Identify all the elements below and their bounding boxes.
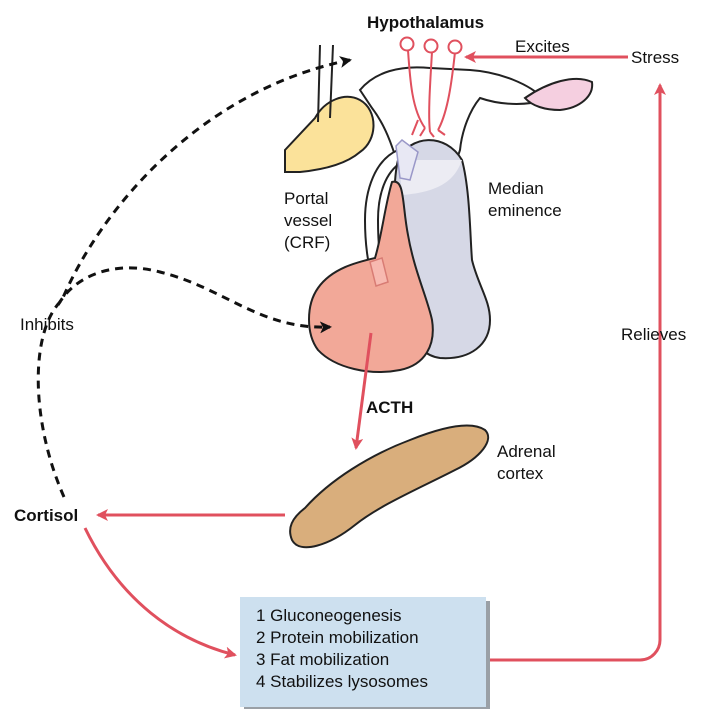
cortisol-effects-list: 1 Gluconeogenesis 2 Protein mobilization… [256,605,428,693]
median-eminence-label-line2: eminence [488,200,562,221]
inhibit-hypothalamus-arrow [38,60,350,497]
portal-vessel-label-line3: (CRF) [284,232,330,253]
effect-item: 1 Gluconeogenesis [256,605,428,627]
optic-chiasm [285,97,374,172]
hypothalamus-label: Hypothalamus [367,12,484,33]
neuron-body-1 [401,38,414,51]
adrenal-cortex-label-line2: cortex [497,463,543,484]
relieves-label: Relieves [621,324,686,345]
cortisol-effects-arrow [85,528,235,655]
cortisol-label: Cortisol [14,505,78,526]
inhibit-pituitary-arrow [58,268,330,327]
relieves-arrow [490,85,660,660]
inhibits-label: Inhibits [20,314,74,335]
effect-item: 3 Fat mobilization [256,649,428,671]
portal-vessel-label-line2: vessel [284,210,332,231]
inhibits-arrows [38,60,350,497]
adrenal-cortex [290,425,488,547]
neuron-body-2 [425,40,438,53]
portal-vessel-label-line1: Portal [284,188,328,209]
acth-label: ACTH [366,397,413,418]
median-eminence-label-line1: Median [488,178,544,199]
neuron-body-3 [449,41,462,54]
stress-label: Stress [631,47,679,68]
effect-item: 2 Protein mobilization [256,627,428,649]
mammillary-body [525,79,592,110]
adrenal-cortex-label-line1: Adrenal [497,441,556,462]
effect-item: 4 Stabilizes lysosomes [256,671,428,693]
excites-label: Excites [515,36,570,57]
